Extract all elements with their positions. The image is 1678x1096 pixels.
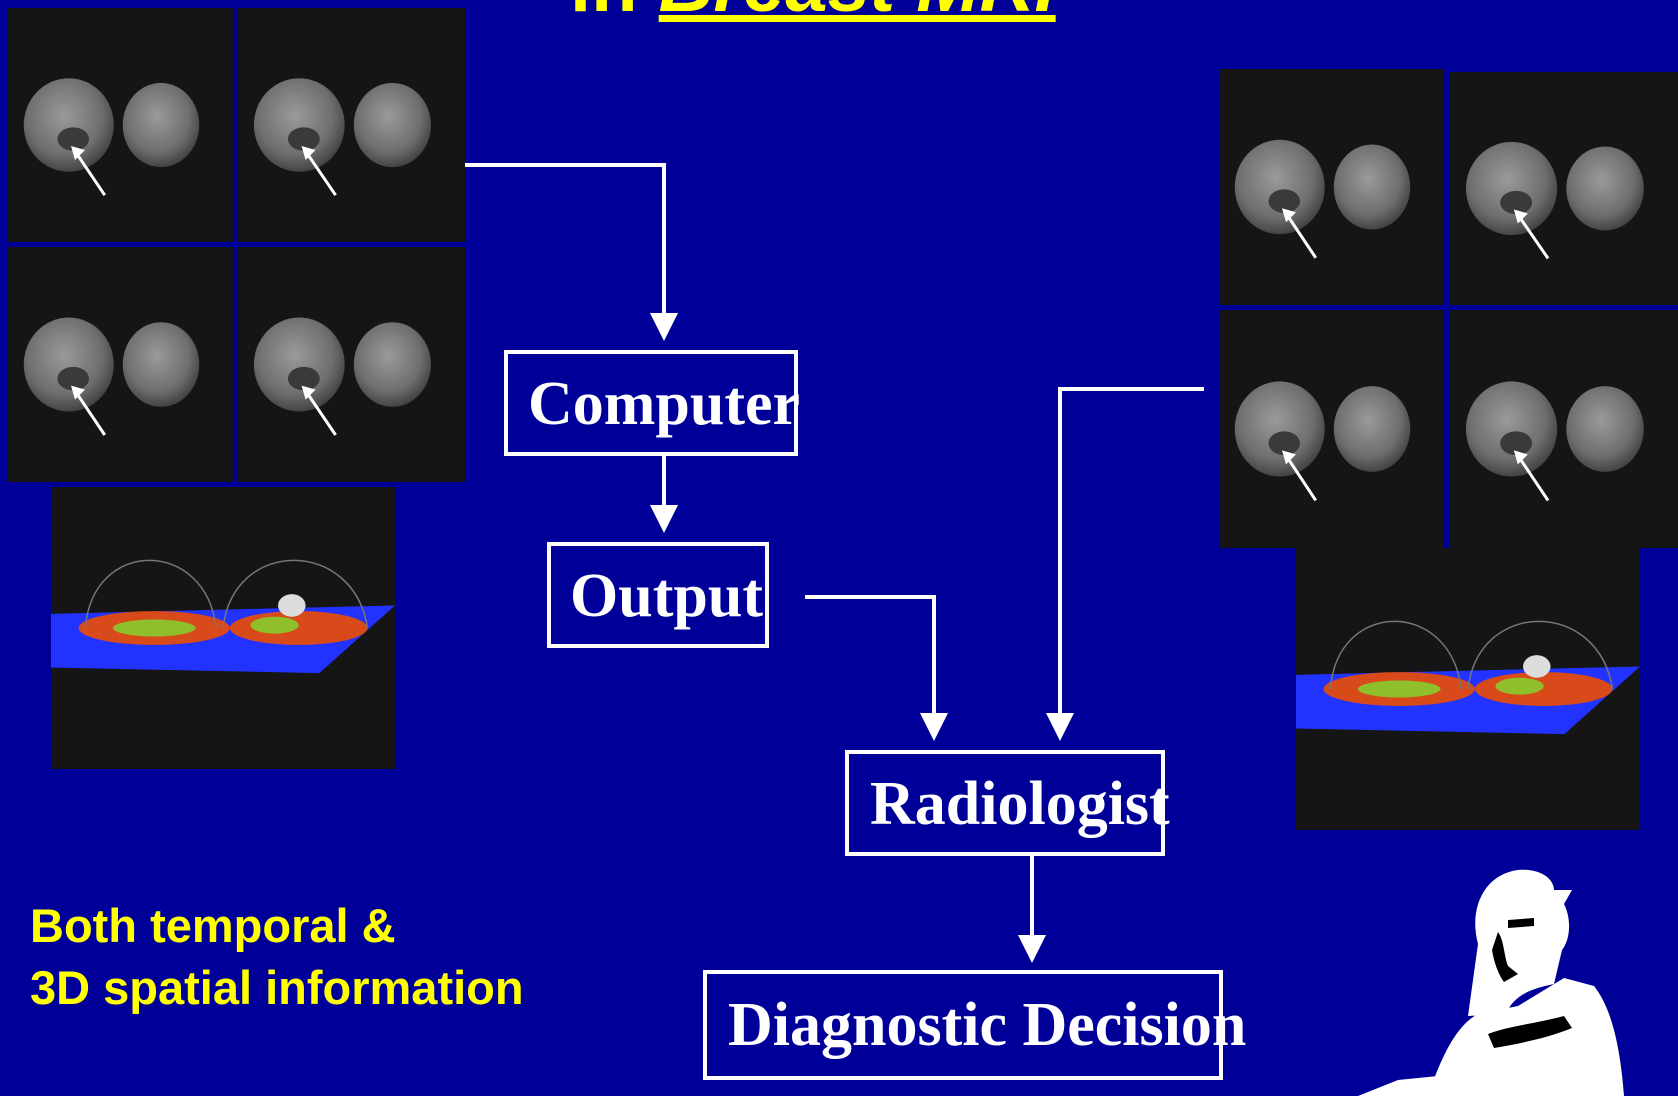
radiologist-label: Radiologist	[870, 769, 1170, 840]
caption: Both temporal & 3D spatial information	[30, 895, 524, 1019]
connector-output-to-radiologist	[805, 597, 934, 718]
caption-line-2: 3D spatial information	[30, 957, 524, 1019]
connector-images-to-computer	[465, 165, 664, 318]
radiologist-figure	[1358, 866, 1678, 1096]
arrowhead-icon	[1046, 713, 1074, 741]
computer-label: Computer	[528, 369, 800, 440]
diagnostic-decision-label: Diagnostic Decision	[728, 990, 1246, 1061]
output-label: Output	[570, 561, 763, 632]
arrowhead-icon	[1018, 935, 1046, 963]
arrowhead-icon	[920, 713, 948, 741]
arrowhead-icon	[650, 313, 678, 341]
caption-line-1: Both temporal &	[30, 895, 524, 957]
arrowhead-icon	[650, 505, 678, 533]
connector-images-to-radiologist	[1060, 389, 1204, 718]
